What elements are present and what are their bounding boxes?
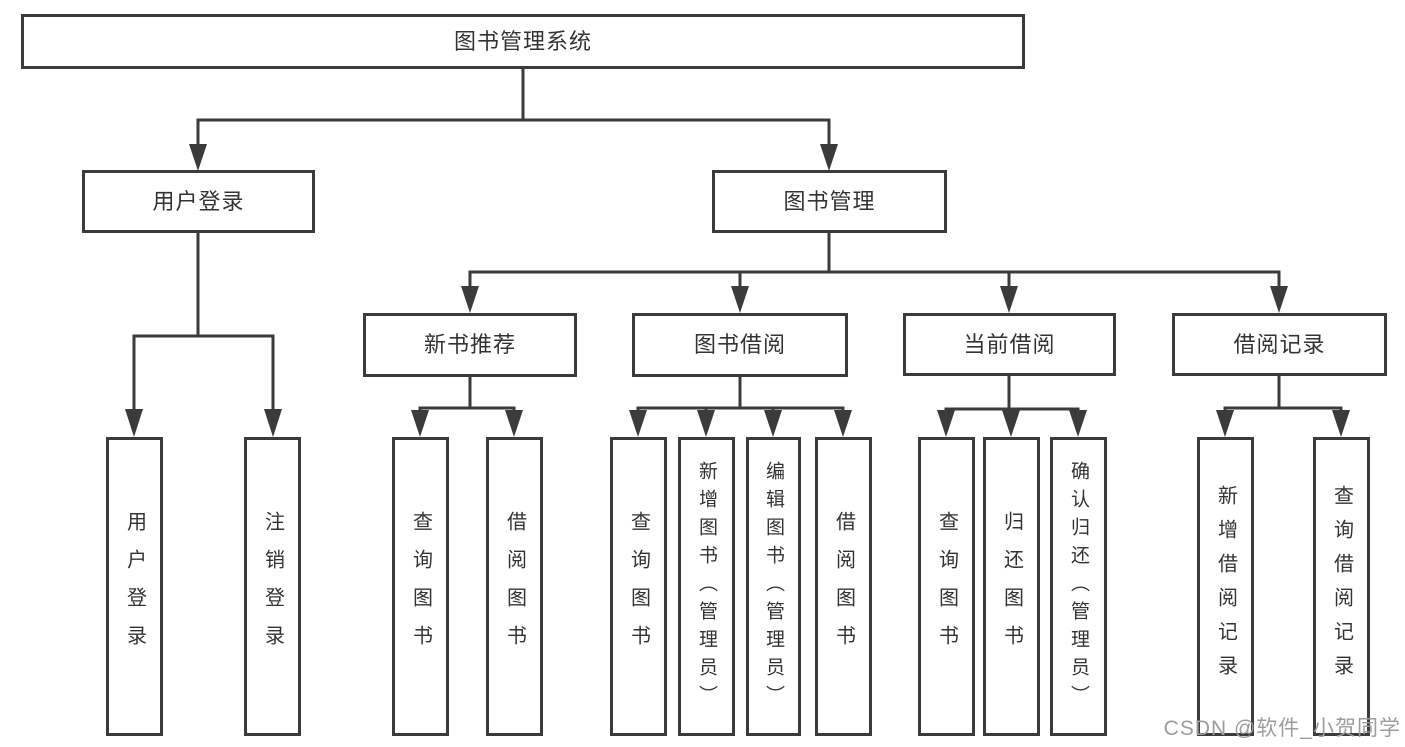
leaf-label: 查询图书 — [409, 510, 432, 663]
leaf-label: 查询图书 — [627, 510, 650, 663]
node-root-label: 图书管理系统 — [453, 28, 592, 54]
node-book-borrow: 图书借阅 — [632, 313, 848, 377]
leaf-label: 新增借阅记录 — [1214, 484, 1237, 689]
connector-book-mgmt-to-level3 — [461, 233, 1288, 313]
leaf-add-borrow-record: 新增借阅记录 — [1197, 437, 1254, 736]
leaf-return-books: 归还图书 — [983, 437, 1040, 736]
csdn-watermark: CSDN @软件_小贺同学 — [1163, 717, 1401, 740]
leaf-borrow-books: 借阅图书 — [815, 437, 872, 736]
leaf-label: 查询借阅记录 — [1330, 484, 1353, 689]
leaf-edit-books-admin: 编辑图书（管理员） — [746, 437, 801, 736]
connector-new-book-to-leaves — [411, 377, 523, 437]
node-current-borrow-label: 当前借阅 — [963, 331, 1056, 357]
leaf-label: 用户登录 — [123, 510, 146, 663]
connector-book-borrow-to-leaves — [629, 377, 852, 437]
leaf-label: 注销登录 — [261, 510, 284, 663]
leaf-label: 确认归还（管理员） — [1068, 460, 1089, 713]
leaf-query-books-borrow: 查询图书 — [610, 437, 667, 736]
leaf-label: 借阅图书 — [503, 510, 526, 663]
leaf-query-books-rec: 查询图书 — [392, 437, 449, 736]
leaf-confirm-return-admin: 确认归还（管理员） — [1050, 437, 1107, 736]
node-borrow-records: 借阅记录 — [1172, 313, 1387, 376]
node-new-book-rec-label: 新书推荐 — [423, 332, 516, 357]
node-user-login-label: 用户登录 — [152, 188, 245, 214]
node-borrow-records-label: 借阅记录 — [1233, 331, 1326, 357]
node-book-mgmt-label: 图书管理 — [783, 188, 876, 214]
leaf-label: 归还图书 — [1000, 510, 1023, 663]
node-new-book-rec: 新书推荐 — [363, 313, 577, 377]
connector-root-to-level2 — [189, 68, 838, 171]
leaf-label: 新增图书（管理员） — [696, 460, 717, 713]
node-user-login: 用户登录 — [82, 170, 315, 233]
connector-borrow-records-to-leaves — [1216, 376, 1350, 437]
node-book-borrow-label: 图书借阅 — [693, 332, 786, 357]
connector-user-login-to-leaves — [125, 233, 282, 437]
node-book-mgmt: 图书管理 — [712, 170, 947, 233]
leaf-query-books-current: 查询图书 — [918, 437, 975, 736]
leaf-logout: 注销登录 — [244, 437, 301, 736]
connector-current-borrow-to-leaves — [937, 376, 1087, 437]
node-current-borrow: 当前借阅 — [903, 313, 1116, 376]
leaf-add-books-admin: 新增图书（管理员） — [678, 437, 735, 736]
node-root: 图书管理系统 — [21, 14, 1025, 69]
leaf-user-login: 用户登录 — [106, 437, 163, 736]
leaf-label: 借阅图书 — [832, 510, 855, 663]
leaf-query-borrow-record: 查询借阅记录 — [1313, 437, 1370, 736]
leaf-borrow-books-rec: 借阅图书 — [486, 437, 543, 736]
leaf-label: 编辑图书（管理员） — [763, 460, 784, 713]
leaf-label: 查询图书 — [935, 510, 958, 663]
